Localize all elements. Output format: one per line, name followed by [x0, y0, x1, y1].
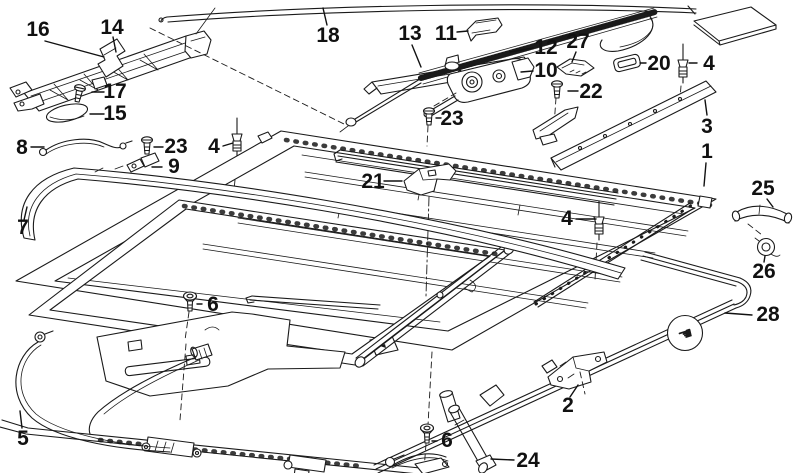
headliner-pad-art: [693, 6, 777, 46]
side-rail-3-art: [550, 80, 717, 171]
leader-line-11: [456, 30, 469, 33]
part-label-9[interactable]: 9: [168, 155, 180, 178]
hose-25-art: [731, 204, 793, 257]
drive-motor-art: [423, 54, 535, 118]
part-label-25[interactable]: 25: [751, 177, 775, 200]
bracket-2-art: [541, 351, 608, 395]
part-label-7[interactable]: 7: [17, 216, 29, 239]
leader-line-27: [571, 51, 577, 63]
small-parts-center-art: [422, 43, 689, 147]
part-label-2[interactable]: 2: [562, 394, 574, 417]
part-label-18[interactable]: 18: [316, 24, 340, 47]
part-label-20[interactable]: 20: [647, 52, 670, 75]
bottom-rail-art: [0, 419, 421, 473]
part-label-26[interactable]: 26: [752, 260, 775, 283]
part-label-28[interactable]: 28: [756, 303, 780, 326]
leader-line-28: [724, 312, 753, 316]
leader-line-18: [322, 7, 328, 26]
part-label-15[interactable]: 15: [103, 102, 127, 125]
leader-line-4: [222, 142, 234, 147]
leader-line-5: [19, 410, 23, 429]
gasket-art: ☚: [373, 251, 752, 473]
leader-line-13: [411, 44, 422, 68]
part-label-4[interactable]: 4: [208, 135, 220, 158]
drain-cable-art: [15, 330, 213, 453]
detail-pointer-icon: ☚: [675, 323, 696, 347]
part-label-21[interactable]: 21: [361, 170, 385, 193]
leader-line-7: [23, 206, 28, 221]
leader-line-3: [704, 99, 708, 116]
part-label-4[interactable]: 4: [703, 52, 715, 75]
part-label-27[interactable]: 27: [566, 30, 589, 53]
part-label-6[interactable]: 6: [207, 293, 219, 316]
part-label-13[interactable]: 13: [398, 22, 421, 45]
part-label-8[interactable]: 8: [16, 136, 28, 159]
leader-line-25: [766, 198, 774, 208]
part-label-10[interactable]: 10: [534, 59, 557, 82]
part-label-11[interactable]: 11: [435, 22, 458, 45]
leader-line-1: [703, 162, 707, 187]
part-label-22[interactable]: 22: [579, 80, 602, 103]
part-label-12[interactable]: 12: [534, 36, 557, 59]
slider-assembly-art: [9, 7, 345, 125]
part-label-24[interactable]: 24: [516, 449, 540, 472]
part-label-6[interactable]: 6: [441, 429, 453, 452]
part-label-5[interactable]: 5: [17, 427, 29, 450]
trim-strip-art: [158, 4, 697, 23]
part-label-23[interactable]: 23: [440, 107, 463, 130]
part-label-23[interactable]: 23: [164, 135, 187, 158]
front-seal-art: [20, 165, 626, 280]
leader-line-26: [763, 255, 766, 263]
part-label-17[interactable]: 17: [103, 80, 126, 103]
part-label-16[interactable]: 16: [26, 18, 49, 41]
part-label-3[interactable]: 3: [701, 115, 713, 138]
leader-line-2: [569, 384, 579, 398]
leader-line-16: [44, 40, 105, 58]
bottom-cable-art: [384, 453, 450, 473]
part-label-1[interactable]: 1: [701, 140, 713, 163]
cover-plate-art: [96, 291, 435, 471]
leader-line-14: [112, 36, 117, 53]
leader-line-12: [509, 47, 534, 53]
part-label-4[interactable]: 4: [561, 207, 573, 230]
part-label-14[interactable]: 14: [100, 16, 124, 39]
leader-line-10: [520, 70, 534, 73]
leader-line-24: [490, 458, 515, 461]
